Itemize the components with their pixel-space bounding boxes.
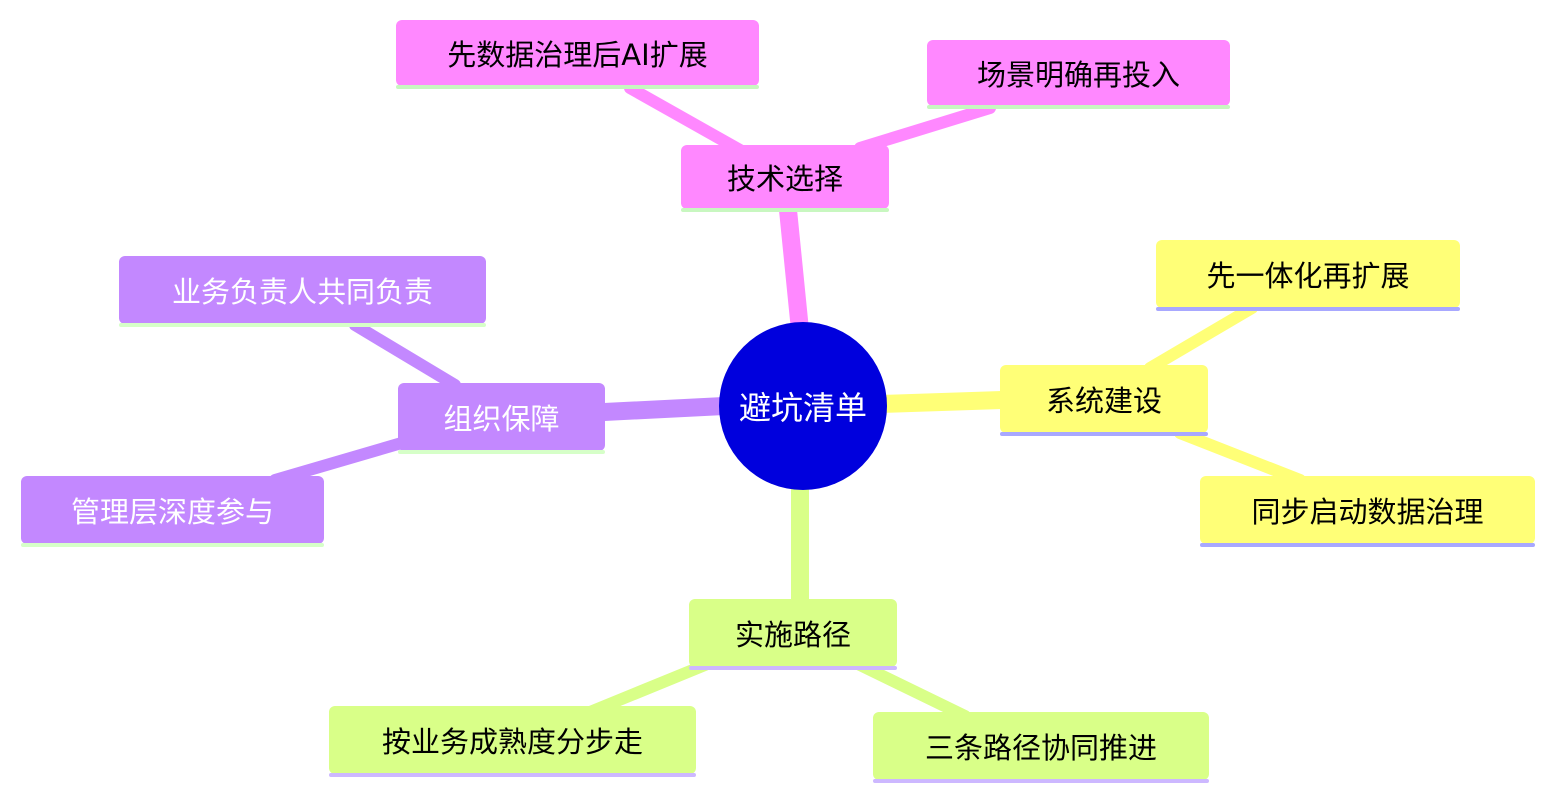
branch-label: 技术选择 [726,162,843,196]
node-underline [1156,307,1460,311]
branch-node-path[interactable]: 实施路径 [689,599,897,670]
edge-system-child1 [1144,302,1258,374]
branch-label: 系统建设 [1045,384,1162,418]
edge-system-child2 [1174,427,1306,486]
leaf-label: 同步启动数据治理 [1251,495,1484,529]
edge-path-child2 [854,659,971,722]
node-underline [398,450,605,454]
leaf-label: 先一体化再扩展 [1206,259,1410,293]
node-underline [396,85,759,89]
edge-tech-child2 [854,102,996,154]
branch-node-system[interactable]: 系统建设 [1000,365,1208,436]
leaf-label: 业务负责人共同负责 [171,275,433,309]
leaf-node-tech-1[interactable]: 先数据治理后AI扩展 [396,20,759,89]
leaf-label: 先数据治理后AI扩展 [447,38,708,72]
edge-root-org [595,397,733,421]
branch-node-tech[interactable]: 技术选择 [681,145,889,212]
branch-node-org[interactable]: 组织保障 [398,383,605,454]
node-underline [927,105,1230,109]
edge-org-child1 [349,319,461,391]
branch-label: 实施路径 [734,618,851,652]
node-underline [689,666,897,670]
leaf-node-system-2[interactable]: 同步启动数据治理 [1200,476,1535,547]
node-underline [1200,543,1535,547]
edge-root-tech [779,201,809,339]
node-underline [681,208,889,212]
node-underline [119,323,486,327]
root-node[interactable]: 避坑清单 [719,322,887,490]
root-label: 避坑清单 [738,389,867,427]
node-underline [21,543,324,547]
leaf-label: 场景明确再投入 [976,58,1180,92]
leaf-node-org-2[interactable]: 管理层深度参与 [21,476,324,547]
edge-org-child2 [269,436,411,486]
node-underline [1000,432,1208,436]
node-underline [329,773,696,777]
edge-tech-child1 [624,82,746,156]
branch-label: 组织保障 [443,402,560,436]
leaf-label: 按业务成熟度分步走 [381,725,643,759]
edge-root-system [871,391,1011,413]
leaf-node-tech-2[interactable]: 场景明确再投入 [927,40,1230,109]
leaf-label: 管理层深度参与 [70,495,274,529]
leaf-label: 三条路径协同推进 [924,731,1157,765]
leaf-node-org-1[interactable]: 业务负责人共同负责 [119,256,486,327]
leaf-node-system-1[interactable]: 先一体化再扩展 [1156,240,1460,311]
leaf-node-path-2[interactable]: 三条路径协同推进 [873,712,1209,783]
node-underline [873,779,1209,783]
edge-path-child1 [584,659,711,718]
leaf-node-path-1[interactable]: 按业务成熟度分步走 [329,706,696,777]
